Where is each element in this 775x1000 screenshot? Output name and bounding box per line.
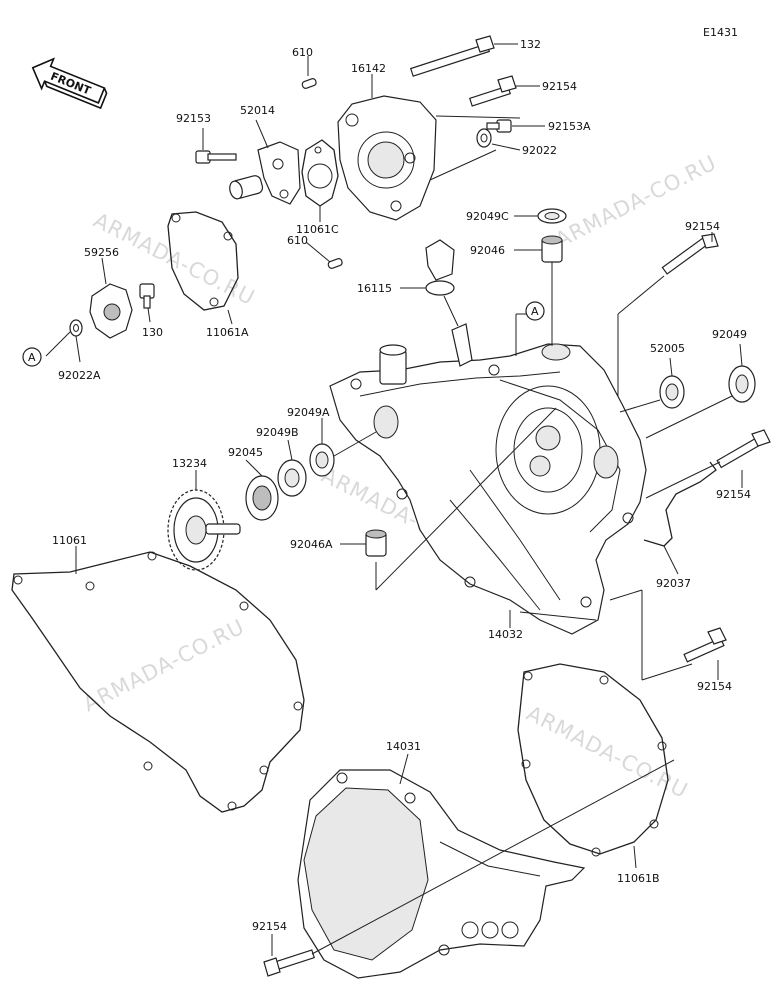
bearing-92046A [340, 407, 557, 591]
clutch-cover-14031 [297, 753, 586, 979]
gasket-11061B [517, 663, 669, 869]
label-11061C: 11061C [296, 223, 339, 236]
gasket-11061C [301, 139, 339, 222]
label-92022A: 92022A [58, 369, 101, 382]
label-92045: 92045 [228, 446, 263, 459]
label-92154-bottom: 92154 [252, 920, 287, 933]
bolt-92153 [195, 128, 237, 164]
label-92037: 92037 [656, 577, 691, 590]
watermark-4: ARMADA-CO.RU [79, 614, 248, 716]
label-11061A: 11061A [206, 326, 249, 339]
label-14031: 14031 [386, 740, 421, 753]
dowel-610-bottom [305, 241, 343, 269]
pump-cover-16142 [337, 74, 437, 221]
ref-a-left-label: A [28, 351, 36, 364]
label-59256: 59256 [84, 246, 119, 259]
seal-92049 [645, 343, 756, 439]
label-11061: 11061 [52, 534, 87, 547]
label-13234: 13234 [172, 457, 207, 470]
ref-a-crankcase-label: A [531, 305, 539, 318]
label-92154-lower: 92154 [697, 680, 732, 693]
bearing-92045 [245, 459, 279, 521]
front-arrow-icon: FRONT [31, 57, 108, 110]
callout-labels: 132 610 16142 92154 92153 52014 92153A 9… [52, 38, 751, 933]
bolt-92153A [486, 119, 545, 133]
gasket-11061 [11, 546, 305, 813]
bolt-92154-lower [609, 589, 727, 681]
gear-13234 [167, 470, 241, 571]
label-92046: 92046 [470, 244, 505, 257]
label-92022: 92022 [522, 144, 557, 157]
diagram-code: E1431 [703, 26, 738, 39]
label-132: 132 [520, 38, 541, 51]
label-92049C: 92049C [466, 210, 509, 223]
seal-92049B [277, 439, 307, 497]
label-52005: 52005 [650, 342, 685, 355]
bolt-132 [409, 35, 518, 77]
label-130: 130 [142, 326, 163, 339]
ref-a-crankcase: A [515, 301, 545, 356]
label-610-top: 610 [292, 46, 313, 59]
ref-a-left: A [22, 347, 42, 367]
label-11061B: 11061B [617, 872, 660, 885]
seal-92049C [514, 208, 567, 224]
label-52014: 52014 [240, 104, 275, 117]
bolt-92154-mid [645, 429, 771, 499]
watermark-2: ARMADA-CO.RU [551, 150, 720, 252]
bolt-130 [139, 283, 155, 323]
washer-92022A [45, 319, 83, 363]
impeller-59256 [89, 257, 133, 339]
label-14032: 14032 [488, 628, 523, 641]
plug-16115 [400, 239, 459, 327]
label-92154-right: 92154 [685, 220, 720, 233]
washer-92022 [476, 128, 521, 151]
label-92049B: 92049B [256, 426, 299, 439]
label-610-bottom: 610 [287, 234, 308, 247]
label-92049: 92049 [712, 328, 747, 341]
label-92153: 92153 [176, 112, 211, 125]
label-92154-top: 92154 [542, 80, 577, 93]
bolt-92154-bottom [263, 759, 675, 977]
label-16115: 16115 [357, 282, 392, 295]
label-92049A: 92049A [287, 406, 330, 419]
seal-52005 [619, 357, 685, 413]
label-92153A: 92153A [548, 120, 591, 133]
elbow-52014 [229, 119, 301, 205]
clip-92037 [643, 461, 717, 575]
crankcase-14032 [329, 323, 647, 635]
label-92046A: 92046A [290, 538, 333, 551]
label-16142: 16142 [351, 62, 386, 75]
bolt-92154-right [617, 232, 719, 396]
watermark-5: ARMADA-CO.RU [523, 701, 692, 803]
dowel-610-top [301, 56, 317, 89]
gasket-11061A [167, 211, 239, 325]
label-92154-mid: 92154 [716, 488, 751, 501]
bolt-92154-top [468, 75, 540, 107]
bearing-92046 [514, 235, 563, 346]
seal-92049A [309, 418, 377, 477]
